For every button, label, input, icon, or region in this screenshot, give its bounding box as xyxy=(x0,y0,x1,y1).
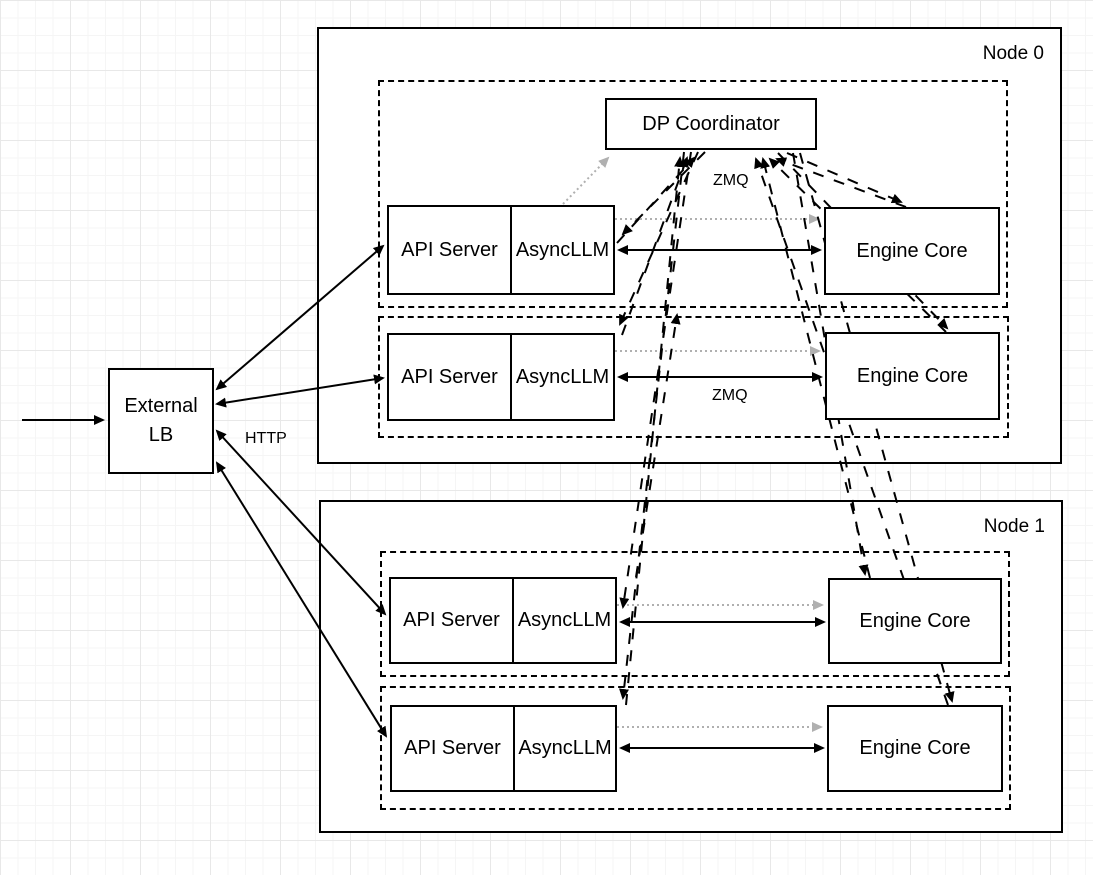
engine-core-box-2: Engine Core xyxy=(825,332,1000,420)
arrow-async1-coordinator-dotted xyxy=(562,156,610,205)
engine-core-label-2: Engine Core xyxy=(856,364,969,387)
zmq-coordinator-label: ZMQ xyxy=(713,172,749,189)
engine-group-3 xyxy=(380,686,1011,810)
arrow-async4-to-coordinator xyxy=(625,156,685,706)
api-server-cell-3: API Server xyxy=(391,579,514,662)
arrow-coordinator-to-async1 xyxy=(621,151,706,236)
engine-core-label-4: Engine Core xyxy=(859,737,971,759)
dp-coordinator-label: DP Coordinator xyxy=(642,112,780,135)
node0-label: Node 0 xyxy=(982,43,1044,64)
asyncllm-cell-1: AsyncLLM xyxy=(512,207,613,293)
dp-coordinator-box: DP Coordinator xyxy=(605,98,817,150)
asyncllm-label-2: AsyncLLM xyxy=(515,365,610,388)
arrow-coordinator-to-engine2 xyxy=(777,152,949,330)
api-server-label-2: API Server xyxy=(401,365,498,388)
api-server-cell-2: API Server xyxy=(389,335,512,419)
api-server-box-4: API Server AsyncLLM xyxy=(390,705,617,792)
http-label: HTTP xyxy=(245,430,287,447)
arrow-engine2-to-coordinator xyxy=(768,157,947,333)
arrow-async2-to-coordinator xyxy=(621,156,689,336)
zmq-row2-label: ZMQ xyxy=(712,387,748,404)
arrow-coordinator-to-async3 xyxy=(619,151,692,609)
arrow-coordinator-to-engine1 xyxy=(786,152,903,204)
arrow-lb-api2 xyxy=(215,374,385,408)
api-server-label-3: API Server xyxy=(403,609,500,631)
arrow-async1-to-coordinator xyxy=(616,156,696,244)
external-lb-label-line2: LB xyxy=(148,424,174,446)
arrow-lb-api4 xyxy=(215,461,388,738)
api-server-box-3: API Server AsyncLLM xyxy=(389,577,617,664)
engine-core-label-1: Engine Core xyxy=(856,239,968,262)
arrow-coordinator-to-async4 xyxy=(619,151,685,700)
engine-group-0 xyxy=(378,80,1008,308)
asyncllm-label-3: AsyncLLM xyxy=(517,609,612,631)
arrow-coordinator-to-engine3 xyxy=(792,152,869,576)
arrow-engine3-to-coordinator xyxy=(760,157,871,579)
arrow-async3-to-coordinator xyxy=(635,313,681,578)
arrow-lb-api3 xyxy=(215,429,387,616)
api-server-box-2: API Server AsyncLLM xyxy=(387,333,615,421)
arrow-engine1-to-coordinator xyxy=(775,157,907,208)
asyncllm-cell-3: AsyncLLM xyxy=(514,579,615,662)
asyncllm-label-1: AsyncLLM xyxy=(515,238,610,261)
engine-core-box-4: Engine Core xyxy=(827,705,1003,792)
asyncllm-label-4: AsyncLLM xyxy=(518,737,612,759)
asyncllm-cell-2: AsyncLLM xyxy=(512,335,613,419)
node1-label: Node 1 xyxy=(983,516,1045,537)
api-server-cell-1: API Server xyxy=(389,207,512,293)
api-server-label-4: API Server xyxy=(404,737,501,759)
external-lb-label-line1: External xyxy=(124,395,198,417)
arrow-lb-api1 xyxy=(215,244,385,391)
api-server-label-1: API Server xyxy=(401,238,498,261)
engine-core-label-3: Engine Core xyxy=(859,609,971,632)
engine-core-box-3: Engine Core xyxy=(828,578,1002,664)
arrow-coordinator-to-async2 xyxy=(619,151,699,326)
api-server-box-1: API Server AsyncLLM xyxy=(387,205,615,295)
external-lb-box: External LB xyxy=(108,368,214,474)
engine-core-box-1: Engine Core xyxy=(824,207,1000,295)
api-server-cell-4: API Server xyxy=(392,707,515,790)
asyncllm-cell-4: AsyncLLM xyxy=(515,707,615,790)
